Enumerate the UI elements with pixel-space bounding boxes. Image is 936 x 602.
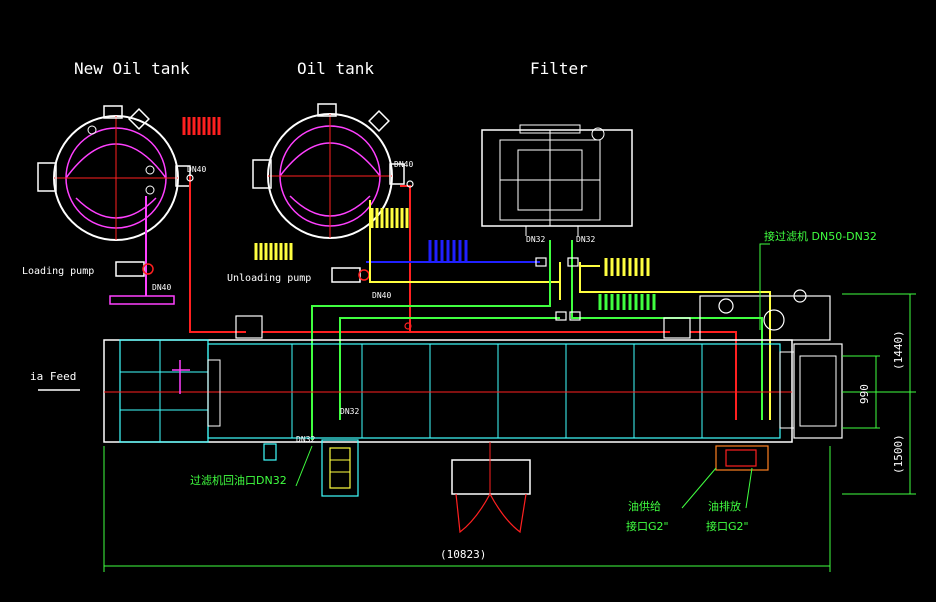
oil-drain-label-1: 油排放 — [708, 499, 741, 513]
dim-1500: (1500) — [892, 434, 905, 474]
annotation-leaders — [295, 243, 770, 509]
oil-tank-yellow-coil-left — [254, 243, 293, 260]
loading-pump: Loading pump — [22, 261, 154, 277]
dim-1440: (1440) — [892, 330, 905, 370]
dn32-mid-label: DN32 — [340, 407, 359, 416]
dn40-label-d: DN40 — [372, 291, 391, 300]
filter-return-unit — [263, 439, 359, 497]
filter-return-label: 过滤机回油口DN32 — [190, 473, 287, 487]
oil-supply-label-2: 接口G2" — [626, 520, 669, 533]
oil-tank-yellow-heater — [370, 208, 409, 228]
yellow-pipe — [369, 200, 771, 420]
green-heater-coil-right — [598, 294, 656, 310]
main-machine — [103, 339, 843, 443]
unloading-pump-label: Unloading pump — [227, 273, 311, 284]
dn40-label-b: DN40 — [152, 283, 171, 292]
yellow-heater-coil-right — [604, 258, 650, 276]
dn32-low-label: DN32 — [296, 435, 315, 444]
dn40-label-c: DN40 — [394, 160, 413, 169]
loading-pump-label: Loading pump — [22, 266, 94, 277]
valves — [186, 174, 581, 330]
dn32-filter-right-label: DN32 — [576, 235, 595, 244]
new-oil-tank-title: New Oil tank — [74, 59, 190, 78]
feed-label: ia Feed — [30, 370, 76, 383]
dim-990: 990 — [858, 384, 871, 404]
discharge-hopper — [451, 442, 531, 534]
dn40-label-a: DN40 — [187, 165, 206, 174]
filter-unit: DN32 DN32 — [481, 124, 633, 244]
dimension-lines — [103, 293, 916, 572]
oil-tank: DN40 — [252, 103, 413, 260]
red-pipe — [189, 176, 737, 420]
oil-tank-title: Oil tank — [297, 59, 374, 78]
filter-connection-label: 接过滤机 DN50-DN32 — [764, 229, 877, 243]
filter-title: Filter — [530, 59, 588, 78]
oil-drain-label-2: 接口G2" — [706, 520, 749, 533]
new-tank-heater-yellow-bars — [182, 117, 221, 135]
right-equipment — [235, 289, 831, 471]
oil-supply-label-1: 油供给 — [628, 499, 661, 513]
dn32-filter-left-label: DN32 — [526, 235, 545, 244]
unloading-pump: Unloading pump DN40 — [227, 267, 391, 300]
dim-10823: (10823) — [440, 548, 486, 561]
blue-heater-coil — [428, 240, 468, 262]
